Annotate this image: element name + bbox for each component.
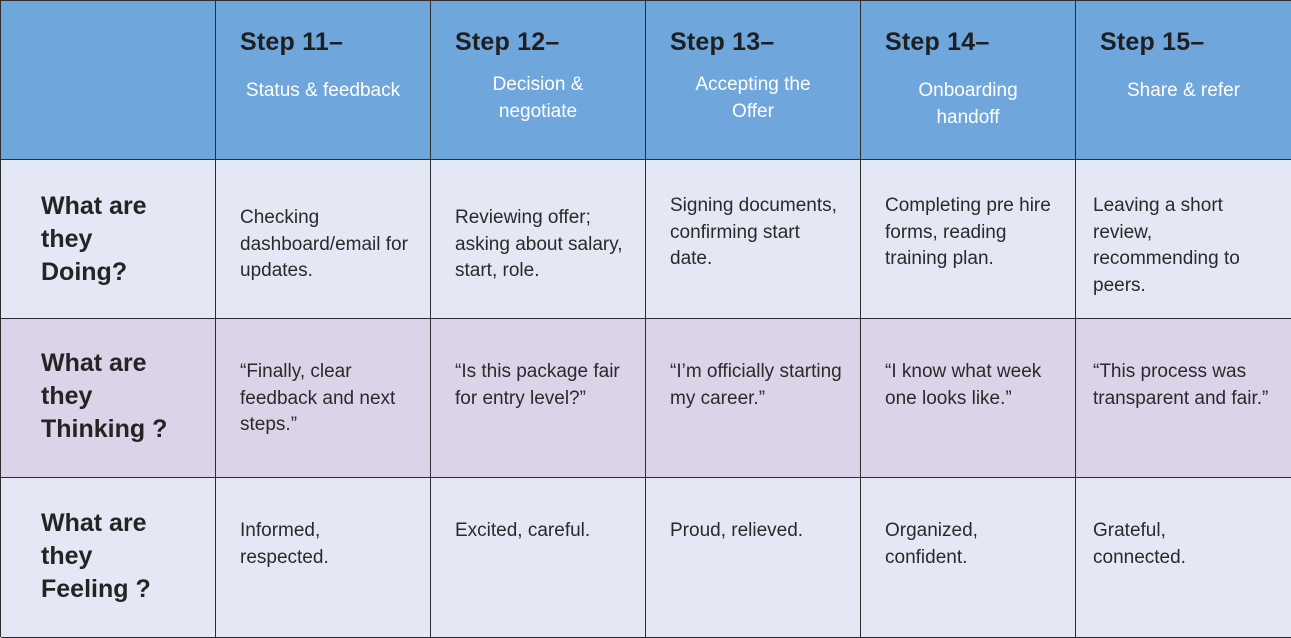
doing-step-15: Leaving a short review, recommending to … (1076, 160, 1291, 319)
row-label-thinking: What are they Thinking ? (1, 319, 216, 478)
step-title: Step 11– (240, 28, 344, 56)
cell-text: “Is this package fair for entry level?” (455, 361, 620, 409)
cell-text: Organized, confident. (885, 520, 978, 568)
row-label-line: Thinking ? (41, 415, 168, 443)
header-step-15: Step 15– Share & refer (1076, 1, 1291, 160)
row-label-line: Feeling ? (41, 575, 151, 603)
row-label-line: Doing? (41, 258, 128, 286)
thinking-step-15: “This process was transparent and fair.” (1076, 319, 1291, 478)
doing-step-12: Reviewing offer; asking about salary, st… (431, 160, 646, 319)
row-label-line: What are (41, 192, 147, 220)
thinking-step-12: “Is this package fair for entry level?” (431, 319, 646, 478)
step-subtitle: Share & refer (1127, 80, 1240, 101)
feeling-step-13: Proud, relieved. (646, 478, 861, 638)
step-title: Step 14– (885, 28, 990, 56)
feeling-step-14: Organized, confident. (861, 478, 1076, 638)
cell-text: “I know what week one looks like.” (885, 361, 1042, 409)
corner-cell (1, 1, 216, 160)
step-subtitle: Onboarding handoff (918, 80, 1018, 128)
step-subtitle: Accepting the Offer (695, 74, 811, 122)
header-step-13: Step 13– Accepting the Offer (646, 1, 861, 160)
step-title: Step 12– (455, 28, 560, 56)
row-label-line: What are (41, 349, 147, 377)
thinking-step-14: “I know what week one looks like.” (861, 319, 1076, 478)
cell-text: Proud, relieved. (670, 520, 804, 541)
thinking-step-11: “Finally, clear feedback and next steps.… (216, 319, 431, 478)
doing-step-14: Completing pre hire forms, reading train… (861, 160, 1076, 319)
thinking-step-13: “I’m officially starting my career.” (646, 319, 861, 478)
cell-text: Informed, respected. (240, 520, 329, 568)
step-title: Step 13– (670, 28, 775, 56)
cell-text: “Finally, clear feedback and next steps.… (240, 361, 396, 435)
header-step-14: Step 14– Onboarding handoff (861, 1, 1076, 160)
cell-text: Checking dashboard/email for updates. (240, 207, 408, 281)
doing-step-13: Signing documents, confirming start date… (646, 160, 861, 319)
feeling-step-15: Grateful, connected. (1076, 478, 1291, 638)
row-label-line: they (41, 225, 93, 253)
cell-text: Grateful, connected. (1093, 520, 1186, 568)
row-label-line: they (41, 542, 93, 570)
cell-text: Excited, careful. (455, 520, 591, 541)
cell-text: “This process was transparent and fair.” (1093, 361, 1269, 409)
doing-step-11: Checking dashboard/email for updates. (216, 160, 431, 319)
feeling-step-11: Informed, respected. (216, 478, 431, 638)
row-label-feeling: What are they Feeling ? (1, 478, 216, 638)
step-subtitle: Status & feedback (245, 80, 401, 101)
row-label-line: What are (41, 509, 147, 537)
step-title: Step 15– (1100, 28, 1205, 56)
row-label-doing: What are they Doing? (1, 160, 216, 319)
cell-text: Reviewing offer; asking about salary, st… (455, 207, 623, 281)
header-step-12: Step 12– Decision & negotiate (431, 1, 646, 160)
feeling-step-12: Excited, careful. (431, 478, 646, 638)
cell-text: “I’m officially starting my career.” (670, 361, 842, 409)
row-label-line: they (41, 382, 93, 410)
header-step-11: Step 11– Status & feedback (216, 1, 431, 160)
cell-text: Leaving a short review, recommending to … (1093, 195, 1240, 296)
cell-text: Completing pre hire forms, reading train… (885, 195, 1051, 269)
cell-text: Signing documents, confirming start date… (670, 195, 837, 269)
step-subtitle: Decision & negotiate (492, 74, 584, 122)
